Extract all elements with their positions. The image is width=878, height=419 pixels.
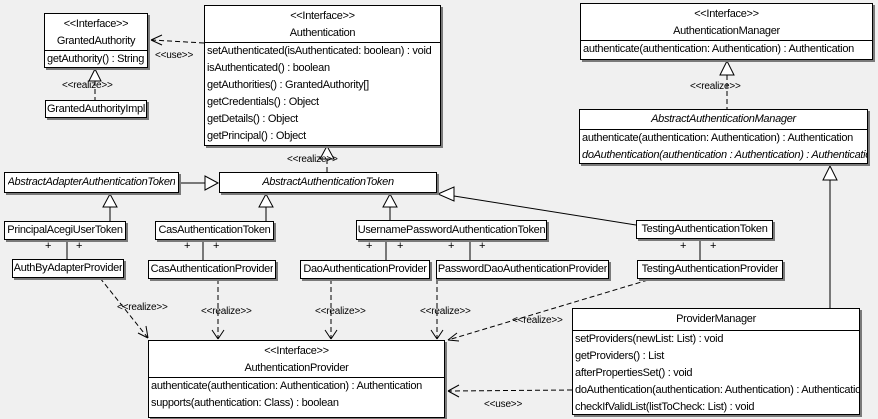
class-name: AbstractAdapterAuthenticationToken	[7, 176, 176, 188]
methods-compartment: authenticate(authentication: Authenticat…	[149, 377, 444, 412]
method: authenticate(authentication: Authenticat…	[583, 43, 854, 55]
method: supports(authentication: Class) : boolea…	[151, 397, 339, 409]
class-name: Authentication	[289, 27, 356, 39]
class-name: UsernamePasswordAuthenticationToken	[357, 223, 546, 236]
method: getDetails() : Object	[207, 113, 298, 125]
class-name: GrantedAuthority	[56, 35, 136, 47]
multiplicity-label: +	[184, 240, 191, 252]
multiplicity-label: +	[680, 240, 687, 252]
multiplicity-label: +	[213, 240, 220, 252]
method-abstract: doAuthentication(authentication : Authen…	[582, 149, 867, 161]
class-abstract-authentication-token[interactable]: AbstractAuthenticationToken	[219, 172, 437, 193]
class-name: AuthByAdapterProvider	[13, 262, 123, 274]
class-granted-authority-impl[interactable]: GrantedAuthorityImpl	[45, 100, 147, 118]
method: authenticate(authentication: Authenticat…	[151, 380, 422, 392]
class-name: TestingAuthenticationToken	[641, 223, 768, 235]
class-name: PasswordDaoAuthenticationProvider	[437, 263, 608, 275]
methods-compartment: getAuthority() : String	[45, 50, 147, 68]
class-provider-manager[interactable]: ProviderManager setProviders(newList: Li…	[572, 308, 860, 415]
stereotype-label: <<Interface>>	[63, 18, 129, 30]
method: getProviders() : List	[575, 350, 665, 362]
method: getPrincipal() : Object	[207, 130, 306, 142]
class-granted-authority[interactable]: <<Interface>> GrantedAuthority getAuthor…	[44, 13, 148, 68]
realize-label: <<realize>>	[62, 80, 113, 91]
class-cas-authentication-token[interactable]: CasAuthenticationToken	[155, 221, 274, 240]
method: getAuthority() : String	[47, 53, 145, 65]
generalization-adapter-token-to-abstract-token	[180, 175, 220, 191]
use-authentication-to-granted-authority	[150, 34, 205, 46]
class-name: PrincipalAcegiUserToken	[7, 224, 123, 236]
class-abstract-authentication-manager[interactable]: AbstractAuthenticationManager authentica…	[579, 109, 868, 164]
class-name: DaoAuthenticationProvider	[303, 263, 427, 275]
method: setProviders(newList: List) : void	[575, 333, 724, 345]
multiplicity-label: +	[710, 240, 717, 252]
class-name: CasAuthenticationToken	[158, 224, 271, 236]
method: getCredentials() : Object	[207, 96, 319, 108]
methods-compartment: authenticate(authentication: Authenticat…	[580, 129, 867, 164]
stereotype-label: <<Interface>>	[694, 8, 759, 20]
class-auth-by-adapter-provider[interactable]: AuthByAdapterProvider	[12, 259, 124, 278]
class-authentication-provider[interactable]: <<Interface>> AuthenticationProvider aut…	[148, 340, 445, 418]
class-dao-authentication-provider[interactable]: DaoAuthenticationProvider	[300, 260, 430, 279]
use-label: <<use>>	[484, 399, 523, 410]
multiplicity-label: +	[45, 240, 52, 252]
class-name: AbstractAuthenticationManager	[651, 113, 796, 125]
class-name: AbstractAuthenticationToken	[262, 176, 394, 188]
multiplicity-label: +	[479, 240, 486, 252]
method: setAuthenticated(isAuthenticated: boolea…	[207, 45, 432, 57]
class-name: ProviderManager	[676, 313, 756, 325]
class-authentication[interactable]: <<Interface>> Authentication setAuthenti…	[204, 5, 441, 146]
class-cas-authentication-provider[interactable]: CasAuthenticationProvider	[148, 260, 276, 279]
multiplicity-label: +	[397, 240, 404, 252]
methods-compartment: authenticate(authentication: Authenticat…	[581, 40, 872, 58]
method: doAuthentication(authentication: Authent…	[575, 384, 859, 396]
class-name: CasAuthenticationProvider	[150, 263, 274, 275]
realize-label: <<realize>>	[315, 306, 366, 317]
generalization-provider-manager	[822, 164, 838, 308]
method: getAuthorities() : GrantedAuthority[]	[207, 79, 369, 91]
method: checkIfValidList(listToCheck: List) : vo…	[575, 401, 755, 413]
generalization-username-password-token	[382, 192, 398, 220]
class-name: TestingAuthenticationProvider	[641, 263, 779, 275]
method: authenticate(authentication: Authenticat…	[582, 132, 853, 144]
realize-label: <<realize>>	[420, 306, 471, 317]
class-testing-authentication-token[interactable]: TestingAuthenticationToken	[636, 220, 773, 239]
class-authentication-manager[interactable]: <<Interface>> AuthenticationManager auth…	[580, 3, 873, 60]
use-label: <<use>>	[155, 50, 194, 61]
method: afterPropertiesSet() : void	[575, 367, 693, 379]
class-principal-acegi-user-token[interactable]: PrincipalAcegiUserToken	[4, 221, 126, 240]
generalization-cas-authentication-token	[258, 192, 274, 221]
class-name: AuthenticationProvider	[244, 362, 349, 374]
class-abstract-adapter-authentication-token[interactable]: AbstractAdapterAuthenticationToken	[4, 172, 179, 193]
use-provider-manager-to-authentication-provider	[447, 384, 573, 398]
multiplicity-label: +	[366, 240, 373, 252]
class-password-dao-authentication-provider[interactable]: PasswordDaoAuthenticationProvider	[436, 260, 609, 279]
stereotype-label: <<Interface>>	[264, 345, 329, 357]
class-username-password-authentication-token[interactable]: UsernamePasswordAuthenticationToken	[356, 220, 547, 240]
class-testing-authentication-provider[interactable]: TestingAuthenticationProvider	[637, 260, 783, 279]
realize-label: <<realize>>	[117, 302, 168, 313]
methods-compartment: setAuthenticated(isAuthenticated: boolea…	[205, 42, 440, 145]
multiplicity-label: +	[76, 240, 83, 252]
class-name: GrantedAuthorityImpl	[47, 102, 145, 115]
method: isAuthenticated() : boolean	[207, 62, 330, 74]
generalization-principal-acegi-user-token	[102, 192, 118, 221]
realize-label: <<realize>>	[201, 306, 252, 317]
realize-label: <<realize>>	[690, 81, 741, 92]
multiplicity-label: +	[448, 240, 455, 252]
stereotype-label: <<Interface>>	[290, 10, 355, 22]
realize-label: <<realize>>	[287, 154, 338, 165]
class-name: AuthenticationManager	[673, 25, 780, 37]
realize-label: <<realize>>	[512, 315, 563, 326]
methods-compartment: setProviders(newList: List) : void getPr…	[573, 330, 859, 416]
